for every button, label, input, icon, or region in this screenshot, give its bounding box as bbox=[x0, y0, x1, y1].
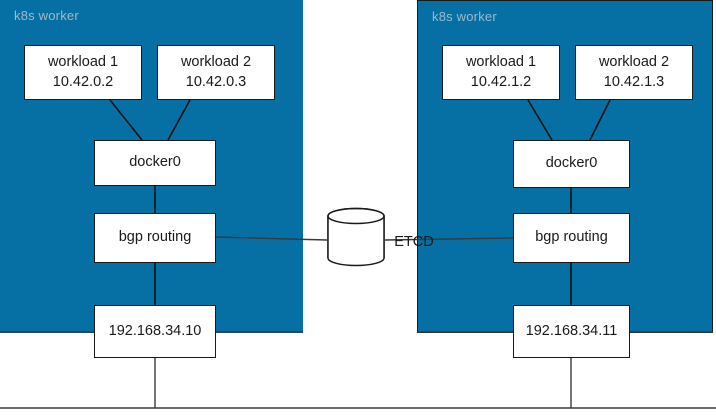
node-l-workload-1-ip: 10.42.0.2 bbox=[52, 73, 114, 90]
node-l-workload-2-ip: 10.42.0.3 bbox=[185, 73, 247, 90]
edge-r-wl2-to-docker0 bbox=[589, 99, 611, 141]
node-l-host-ip[interactable]: 192.168.34.10 bbox=[94, 305, 216, 358]
node-r-workload-2-ip: 10.42.1.3 bbox=[603, 73, 665, 90]
node-l-bgp-routing[interactable]: bgp routing bbox=[94, 213, 216, 263]
node-l-workload-1[interactable]: workload 1 10.42.0.2 bbox=[24, 45, 142, 100]
node-r-bgp-routing[interactable]: bgp routing bbox=[513, 213, 630, 263]
node-l-host-ip-label: 192.168.34.10 bbox=[108, 322, 202, 339]
node-r-host-ip-label: 192.168.34.11 bbox=[525, 322, 618, 339]
node-r-host-ip[interactable]: 192.168.34.11 bbox=[513, 305, 630, 358]
database-cylinder-icon bbox=[327, 207, 385, 267]
node-etcd-label: ETCD bbox=[394, 234, 434, 250]
node-r-workload-1-title: workload 1 bbox=[465, 54, 537, 71]
edge-r-wl1-to-docker0 bbox=[527, 99, 553, 141]
node-r-workload-1-ip: 10.42.1.2 bbox=[470, 73, 532, 90]
node-r-docker0-label: docker0 bbox=[545, 155, 598, 172]
node-r-workload-2-title: workload 2 bbox=[598, 54, 670, 71]
node-l-workload-2-title: workload 2 bbox=[180, 54, 252, 71]
edge-etcd-to-r-bgp bbox=[384, 237, 514, 241]
node-r-docker0[interactable]: docker0 bbox=[513, 140, 630, 188]
panel-right-worker-label: k8s worker bbox=[432, 9, 497, 24]
edge-l-wl2-to-docker0 bbox=[167, 99, 191, 141]
node-l-docker0-label: docker0 bbox=[129, 154, 181, 171]
node-l-workload-1-title: workload 1 bbox=[47, 54, 119, 71]
node-l-docker0[interactable]: docker0 bbox=[94, 140, 216, 186]
node-r-bgp-routing-label: bgp routing bbox=[535, 229, 608, 246]
node-etcd[interactable]: ETCD bbox=[327, 207, 434, 267]
edge-l-bgp-to-etcd bbox=[215, 236, 328, 241]
node-r-workload-2[interactable]: workload 2 10.42.1.3 bbox=[575, 45, 693, 100]
node-r-workload-1[interactable]: workload 1 10.42.1.2 bbox=[442, 45, 560, 100]
node-l-workload-2[interactable]: workload 2 10.42.0.3 bbox=[157, 45, 275, 100]
node-l-bgp-routing-label: bgp routing bbox=[118, 229, 192, 246]
edge-l-wl1-to-docker0 bbox=[109, 99, 143, 141]
panel-left-worker-label: k8s worker bbox=[14, 8, 79, 23]
